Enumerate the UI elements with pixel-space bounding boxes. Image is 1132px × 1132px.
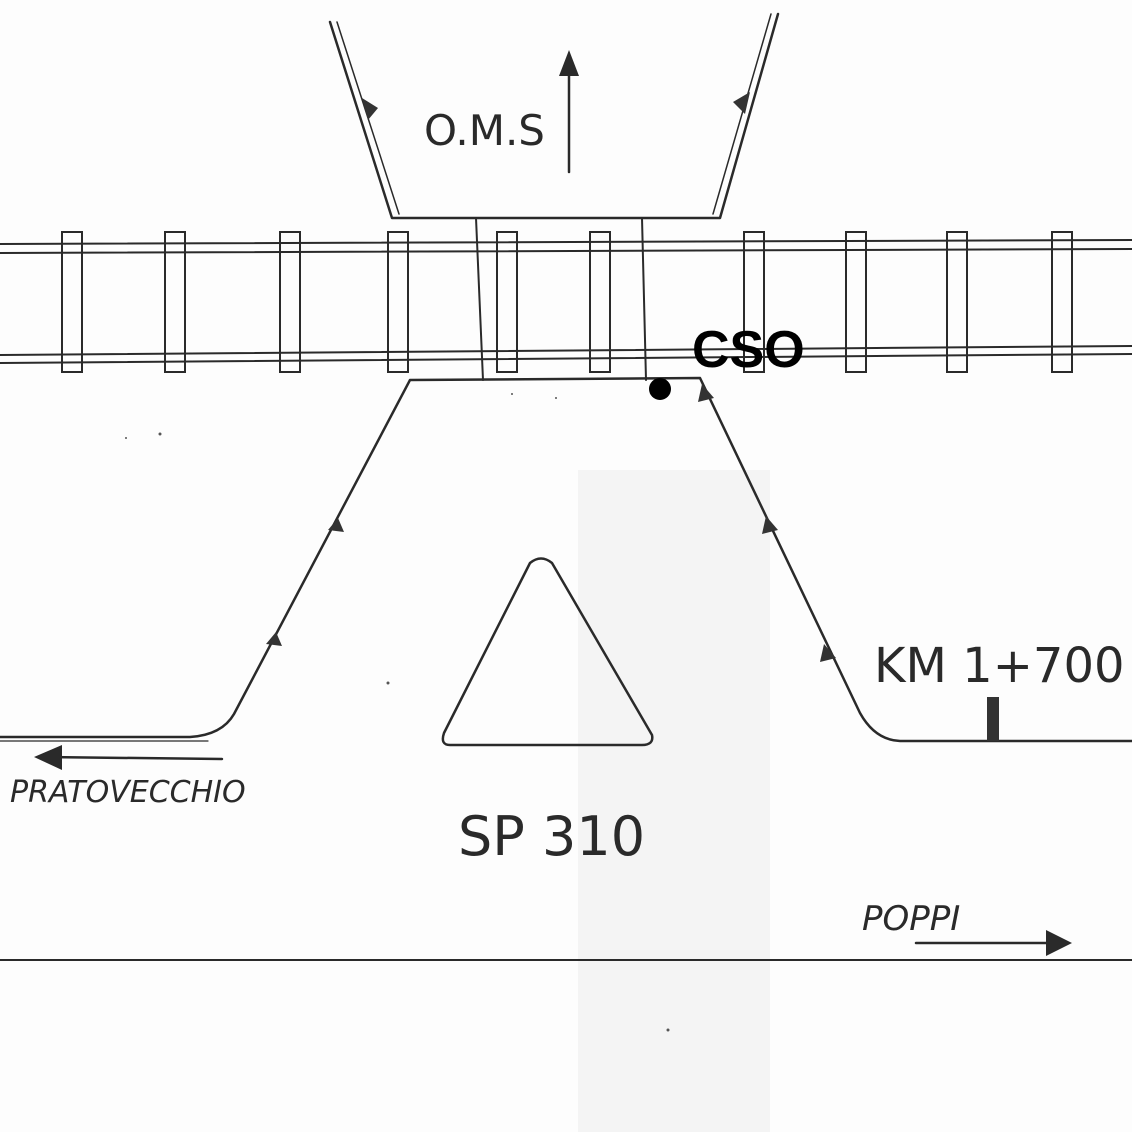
km-post-icon	[987, 697, 999, 741]
oms-label: O.M.S	[424, 106, 545, 155]
railway-tie	[845, 231, 867, 373]
cso-label: CSO	[692, 321, 805, 379]
edge-marker-icon	[820, 644, 836, 662]
railway-tie	[164, 231, 186, 373]
scan-shading	[578, 470, 770, 1132]
railway-track	[0, 231, 1132, 373]
railway-tie	[946, 231, 968, 373]
railway-tie	[61, 231, 83, 373]
cso-point-marker-icon	[649, 378, 671, 400]
oms-access-road	[328, 12, 780, 220]
railway-tie	[589, 231, 611, 373]
edge-marker-icon	[762, 516, 778, 534]
railway-ties	[61, 231, 1073, 373]
km-label: KM 1+700	[874, 638, 1125, 694]
railway-tie	[279, 231, 301, 373]
railway-tie	[387, 231, 409, 373]
crossing-access-road	[0, 376, 1132, 743]
edge-marker-icon	[362, 98, 378, 120]
traffic-island	[441, 557, 654, 747]
road-name-label: SP 310	[458, 805, 645, 868]
pratovecchio-label: PRATOVECCHIO	[10, 775, 246, 810]
scan-specks	[125, 393, 670, 1032]
oms-direction-arrow-icon	[559, 50, 579, 174]
edge-marker-icon	[266, 632, 282, 646]
edge-marker-icon	[328, 518, 344, 532]
pratovecchio-direction-arrow-icon	[34, 745, 224, 770]
edge-marker-icon	[733, 92, 750, 114]
railway-tie	[496, 231, 518, 373]
railway-tie	[743, 231, 765, 373]
edge-marker-icon	[698, 384, 714, 402]
poppi-direction-arrow-icon	[914, 930, 1072, 956]
railway-tie	[1051, 231, 1073, 373]
poppi-label: POPPI	[862, 899, 960, 939]
level-crossing	[475, 217, 647, 381]
